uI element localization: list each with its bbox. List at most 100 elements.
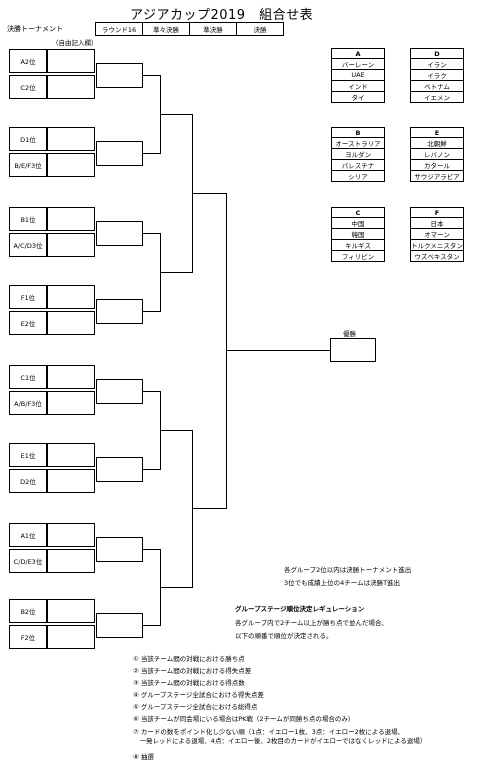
seed-label: D1位 (9, 127, 47, 151)
seed-label: C1位 (9, 365, 47, 389)
team-entry-box[interactable] (47, 365, 95, 389)
team-entry-box[interactable] (47, 207, 95, 231)
group-team: タイ (331, 92, 385, 103)
group-team: イエメン (410, 92, 464, 103)
round-label: 決勝 (236, 22, 284, 36)
regulation-intro: 各グループ内で2チーム以上が勝ち点で並んだ場合、 (235, 619, 389, 627)
group-team: サウジアラビア (410, 171, 464, 182)
team-entry-box[interactable] (47, 285, 95, 309)
group-team: 日本 (410, 218, 464, 229)
team-entry-box[interactable] (47, 233, 95, 257)
qf-entry-box (96, 221, 143, 246)
seed-label: A/C/D3位 (9, 233, 47, 257)
seed-label: A1位 (9, 523, 47, 547)
group-team: ウズベキスタン (410, 251, 464, 262)
qf-entry-box (96, 299, 143, 324)
qf-bracket-line (142, 75, 161, 154)
group-table: B オーストラリア ヨルダン パレスチナ シリア (331, 127, 385, 182)
regulation-intro: 以下の順番で順位が決定される。 (235, 632, 333, 640)
team-entry-box[interactable] (47, 599, 95, 623)
qf-entry-box (96, 537, 143, 562)
group-team: イラク (410, 70, 464, 81)
seed-label: C/D/E3位 (9, 549, 47, 573)
qf-bracket-line (142, 391, 161, 470)
group-name: C (331, 207, 385, 218)
seed-label: A/B/F3位 (9, 391, 47, 415)
seed-label: E2位 (9, 311, 47, 335)
final-bracket-line (210, 193, 227, 509)
group-table: E 北朝鮮 レバノン カタール サウジアラビア (410, 127, 464, 182)
seed-label: D2位 (9, 469, 47, 493)
group-table: D イラン イラク ベトナム イエメン (410, 48, 464, 103)
page-title: アジアカップ2019 組合せ表 (130, 8, 314, 23)
team-entry-box[interactable] (47, 391, 95, 415)
group-table: C 中国 韓国 キルギス フィリピン (331, 207, 385, 262)
team-entry-box[interactable] (47, 153, 95, 177)
team-entry-box[interactable] (47, 443, 95, 467)
seed-label: B2位 (9, 599, 47, 623)
team-entry-box[interactable] (47, 311, 95, 335)
group-team: シリア (331, 171, 385, 182)
team-entry-box[interactable] (47, 127, 95, 151)
seed-label: B1位 (9, 207, 47, 231)
regulation-rule: 一発レッドによる退場、4点：イエロー後、2枚目のカードがイエローではなくレッドに… (133, 737, 427, 745)
sf-bracket-line (178, 114, 193, 273)
qf-bracket-line (142, 549, 161, 626)
seed-label: C2位 (9, 75, 47, 99)
team-entry-box[interactable] (47, 75, 95, 99)
group-team: オマーン (410, 229, 464, 240)
team-entry-box[interactable] (47, 549, 95, 573)
regulation-rule: ③ 当該チーム間の対戦における得点数 (133, 679, 245, 687)
sf-bracket-line (178, 430, 193, 588)
group-team: トルクメニスタン (410, 240, 464, 251)
group-team: カタール (410, 160, 464, 171)
group-team: インド (331, 81, 385, 92)
team-entry-box[interactable] (47, 49, 95, 73)
advance-note: 各グループ2位以内は決勝トーナメント進出 (284, 566, 412, 574)
group-table: F 日本 オマーン トルクメニスタン ウズベキスタン (410, 207, 464, 262)
winner-label: 優勝 (343, 330, 356, 338)
qf-entry-box (96, 379, 143, 404)
group-table: A バーレーン UAE インド タイ (331, 48, 385, 103)
regulation-rule: ⑧ 抽選 (133, 753, 154, 761)
qf-entry-box (96, 457, 143, 482)
group-team: 北朝鮮 (410, 138, 464, 149)
regulation-heading: グループステージ順位決定レギュレーション (235, 605, 365, 613)
team-entry-box[interactable] (47, 469, 95, 493)
regulation-rule: ① 当該チーム間の対戦における勝ち点 (133, 655, 245, 663)
knockout-subtitle: 決勝トーナメント (7, 25, 63, 33)
seed-label: A2位 (9, 49, 47, 73)
group-team: オーストラリア (331, 138, 385, 149)
group-name: D (410, 48, 464, 59)
group-team: 韓国 (331, 229, 385, 240)
qf-bracket-line (142, 233, 161, 312)
group-team: パレスチナ (331, 160, 385, 171)
group-team: バーレーン (331, 59, 385, 70)
seed-label: F1位 (9, 285, 47, 309)
team-entry-box[interactable] (47, 523, 95, 547)
group-team: フィリピン (331, 251, 385, 262)
group-name: E (410, 127, 464, 138)
regulation-rule: ④ グループステージ全試合における得失点差 (133, 691, 264, 699)
qf-entry-box (96, 141, 143, 166)
qf-entry-box (96, 63, 143, 88)
group-name: F (410, 207, 464, 218)
advance-note: 3位でも成績上位の4チームは決勝T進出 (284, 579, 401, 587)
group-team: 中国 (331, 218, 385, 229)
regulation-rule: ⑦ カードの数をポイント化し少ない順（1点：イエロー1枚、3点：イエロー2枚によ… (133, 728, 405, 736)
free-entry-note: （自由記入欄） (52, 39, 98, 47)
group-name: A (331, 48, 385, 59)
group-team: ベトナム (410, 81, 464, 92)
group-name: B (331, 127, 385, 138)
group-team: ヨルダン (331, 149, 385, 160)
regulation-rule: ⑤ グループステージ全試合における総得点 (133, 703, 258, 711)
group-team: UAE (331, 70, 385, 81)
seed-label: E1位 (9, 443, 47, 467)
team-entry-box[interactable] (47, 625, 95, 649)
group-team: レバノン (410, 149, 464, 160)
group-team: キルギス (331, 240, 385, 251)
regulation-rule: ② 当該チーム間の対戦における得失点差 (133, 667, 252, 675)
winner-entry-box[interactable] (330, 338, 376, 362)
regulation-rule: ⑥ 当該チームが同会場にいる場合はPK戦（2チームが同勝ち点の場合のみ） (133, 715, 355, 723)
